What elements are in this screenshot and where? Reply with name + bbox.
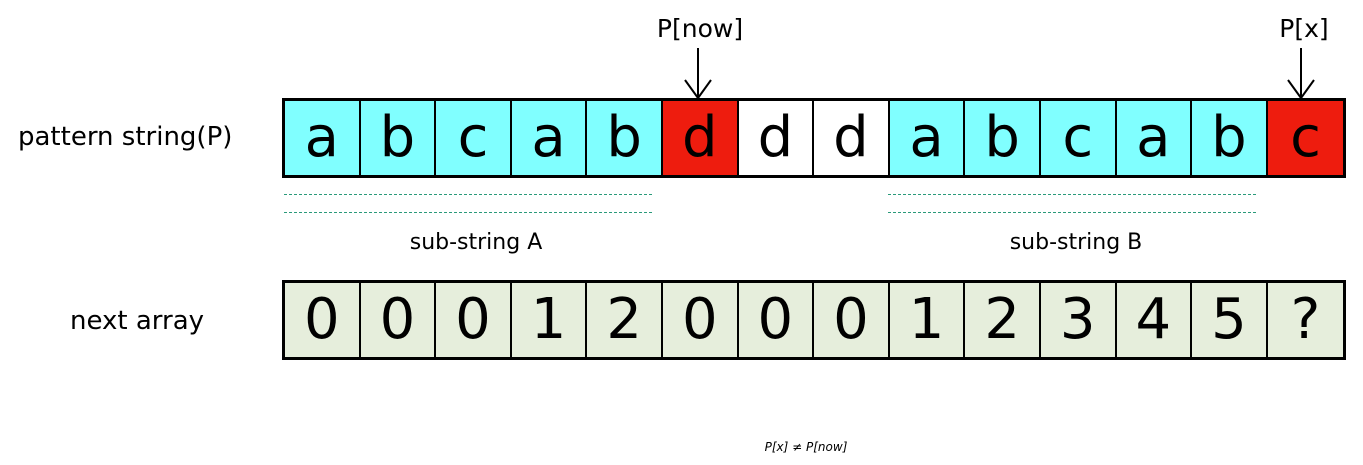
sub-string-a-label: sub-string A [409,230,543,255]
arrow-x-icon [1287,48,1315,100]
arrow-now-icon [684,48,712,100]
pattern-cell: a [285,101,361,175]
pattern-cell: d [662,101,739,175]
next-cell: 4 [1116,283,1193,357]
sub-string-b-underline-2 [888,212,1256,213]
sub-string-b-label: sub-string B [1009,230,1143,255]
next-cell: 1 [511,283,588,357]
pattern-cell: a [1116,101,1193,175]
sub-string-b-underline-1 [888,194,1256,195]
pointer-now-label: P[now] [656,14,744,43]
next-cell: 0 [436,283,512,357]
pattern-cell: c [1040,101,1117,175]
pointer-x-label: P[x] [1279,14,1329,43]
pattern-cell: a [889,101,966,175]
pattern-cell: b [1192,101,1268,175]
next-cell: 0 [738,283,815,357]
pattern-cell: d [814,101,890,175]
pattern-cell: b [965,101,1041,175]
next-cell: 0 [360,283,437,357]
next-cell: 1 [889,283,966,357]
pattern-row-label: pattern string(P) [18,122,233,152]
sub-string-a-underline-2 [284,212,652,213]
next-cell: ? [1267,283,1344,357]
pattern-cell: b [587,101,663,175]
next-cell: 0 [814,283,890,357]
next-cell: 2 [965,283,1041,357]
pointer-x: P[x] [1244,14,1363,43]
next-cell: 3 [1040,283,1117,357]
pattern-cell: d [738,101,815,175]
next-cell: 0 [662,283,739,357]
next-cell: 5 [1192,283,1268,357]
pointer-now: P[now] [640,14,760,43]
sub-string-a-underline-1 [284,194,652,195]
pointer-arrows [684,48,1315,100]
next-cell: 0 [285,283,361,357]
pattern-cell: a [511,101,588,175]
mismatch-caption: P[x] ≠ P[now] [764,440,848,454]
pattern-cell: b [360,101,437,175]
pattern-cell: c [436,101,512,175]
next-cell: 2 [587,283,663,357]
next-row-label: next array [70,306,205,336]
pattern-cell: c [1267,101,1344,175]
